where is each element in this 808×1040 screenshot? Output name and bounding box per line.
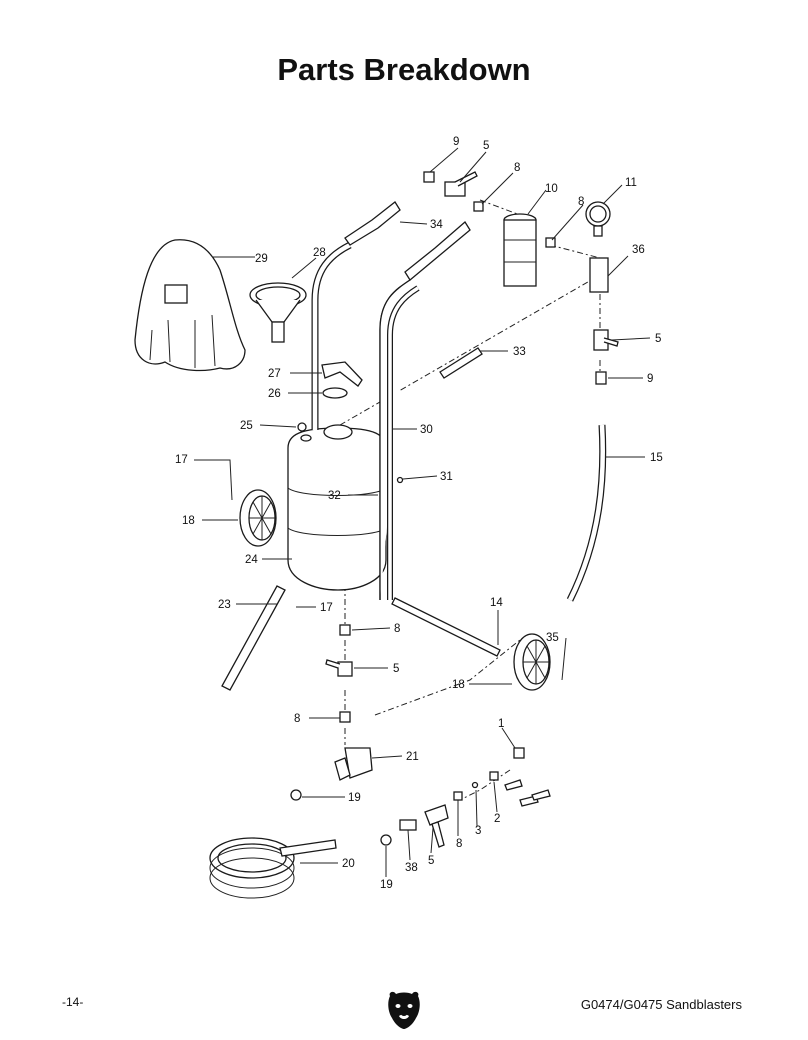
callout-11: 11: [625, 177, 637, 189]
grizzly-bear-logo-icon: [388, 991, 420, 1029]
callout-29: 29: [255, 253, 268, 265]
callout-5: 5: [393, 663, 399, 675]
callout-8: 8: [294, 713, 300, 725]
wheel-left: [239, 489, 277, 547]
pickup-tube: [221, 585, 286, 691]
callout-8: 8: [514, 162, 520, 174]
callout-26: 26: [268, 388, 281, 400]
regulator-body: [589, 257, 609, 293]
callout-17: 17: [175, 454, 188, 466]
blast-hose-coil: [209, 837, 337, 899]
leader-lines: [194, 147, 651, 877]
clamp-19b: [380, 834, 392, 846]
callout-36: 36: [632, 244, 645, 256]
callout-8: 8: [578, 196, 584, 208]
metering-valve: [334, 747, 373, 781]
callout-30: 30: [420, 424, 433, 436]
callout-2: 2: [494, 813, 500, 825]
callout-10: 10: [545, 183, 558, 195]
callout-17: 17: [320, 602, 333, 614]
page-number: -14-: [62, 995, 84, 1009]
callout-15: 15: [650, 452, 663, 464]
callout-5: 5: [428, 855, 434, 867]
callout-19: 19: [380, 879, 393, 891]
callout-38: 38: [405, 862, 418, 874]
callout-19: 19: [348, 792, 361, 804]
callout-27: 27: [268, 368, 281, 380]
callout-25: 25: [240, 420, 253, 432]
pipe-nipple: [439, 347, 483, 379]
air-line-dashed: [339, 199, 601, 801]
manual-title: G0474/G0475 Sandblasters: [580, 997, 742, 1012]
callout-24: 24: [245, 554, 258, 566]
callout-14: 14: [490, 597, 503, 609]
callout-8: 8: [456, 838, 462, 850]
fittings: [339, 171, 607, 801]
callout-33: 33: [513, 346, 526, 358]
callout-23: 23: [218, 599, 231, 611]
tank: [287, 424, 387, 591]
callout-18: 18: [182, 515, 195, 527]
callout-5: 5: [655, 333, 661, 345]
callout-8: 8: [394, 623, 400, 635]
valves: [325, 171, 619, 677]
callout-32: 32: [328, 490, 341, 502]
blast-hood: [134, 239, 246, 372]
callout-9: 9: [647, 373, 653, 385]
nozzle-gun: [399, 771, 551, 848]
callout-1: 1: [498, 718, 504, 730]
frame-handles: [311, 201, 471, 600]
wheel-right: [513, 633, 551, 691]
callout-31: 31: [440, 471, 453, 483]
callout-5: 5: [483, 140, 489, 152]
washer-3: [471, 781, 479, 789]
cap-assembly: [321, 361, 363, 399]
axle: [391, 597, 501, 657]
bolt-31: [396, 476, 404, 484]
clamp-19a: [290, 789, 302, 801]
funnel: [249, 282, 307, 343]
callout-35: 35: [546, 632, 559, 644]
callout-3: 3: [475, 825, 481, 837]
callout-28: 28: [313, 247, 326, 259]
cap-25: [297, 422, 307, 432]
pressure-gauge: [585, 201, 611, 237]
callout-21: 21: [406, 751, 419, 763]
callout-labels: 9 5 8 10 11 8 36 34 29 28 5 33 9 27 26 2…: [175, 136, 663, 891]
callout-34: 34: [430, 219, 443, 231]
callout-20: 20: [342, 858, 355, 870]
callout-18: 18: [452, 679, 465, 691]
water-filter: [503, 213, 537, 287]
page-title: Parts Breakdown: [277, 52, 531, 87]
callout-9: 9: [453, 136, 459, 148]
